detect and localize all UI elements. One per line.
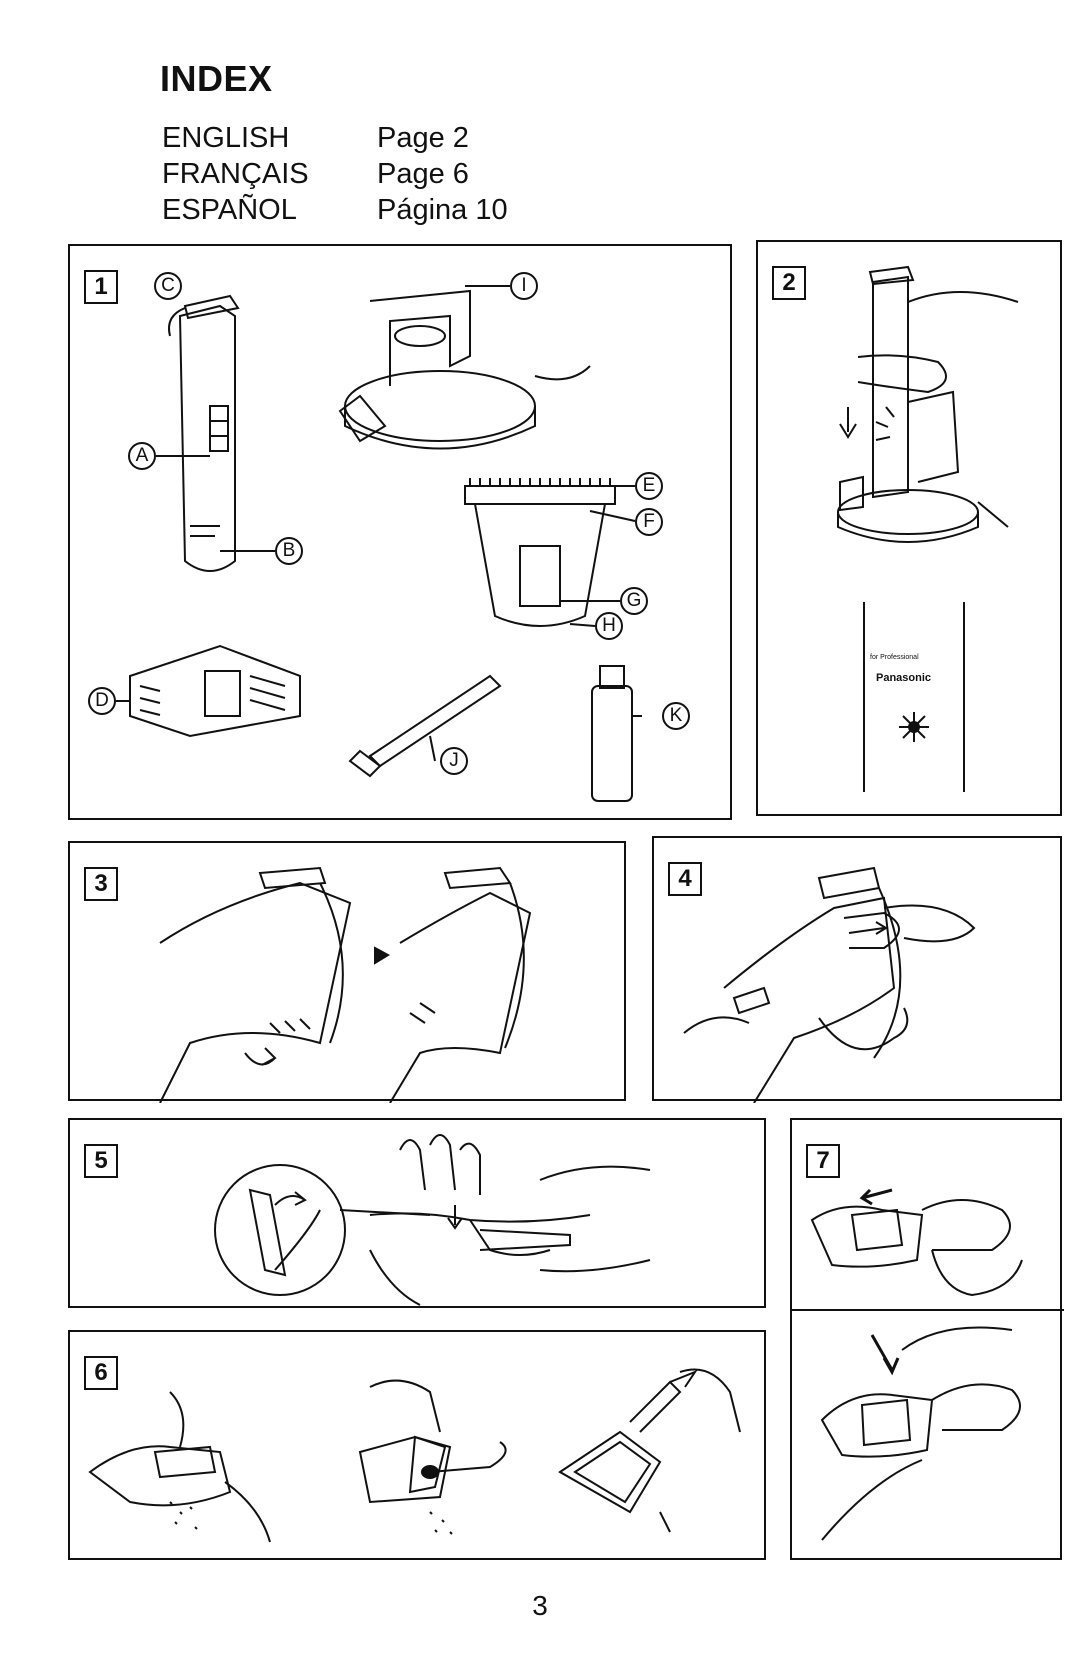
callout-i: I	[510, 272, 538, 300]
figure-panel-4: 4	[652, 836, 1062, 1101]
parts-illustration	[70, 246, 734, 822]
brand-logo: Panasonic	[876, 672, 932, 684]
index-row-espanol: ESPAÑOL Página 10	[162, 192, 508, 228]
comb-adjust-illustration	[654, 838, 1064, 1103]
index-row-english: ENGLISH Page 2	[162, 120, 508, 156]
figure-panel-7: 7	[790, 1118, 1062, 1560]
panel-number: 7	[806, 1144, 840, 1178]
figure-panel-3: 3	[68, 841, 626, 1101]
blade-attach-illustration	[792, 1120, 1064, 1562]
index-language: ENGLISH	[162, 122, 290, 154]
callout-b: B	[275, 537, 303, 565]
index-language: FRANÇAIS	[162, 158, 309, 190]
panel-number: 3	[84, 867, 118, 901]
callout-g: G	[620, 587, 648, 615]
panel-number: 1	[84, 270, 118, 304]
panel-number: 5	[84, 1144, 118, 1178]
panel-number: 2	[772, 266, 806, 300]
panel-number: 4	[668, 862, 702, 896]
panel-number: 6	[84, 1356, 118, 1390]
index-page: Página 10	[377, 194, 508, 226]
index-language: ESPAÑOL	[162, 194, 297, 226]
page-title: INDEX	[160, 58, 273, 99]
callout-f: F	[635, 508, 663, 536]
figure-panel-5: 5	[68, 1118, 766, 1308]
cleaning-illustration	[70, 1332, 768, 1562]
callout-k: K	[662, 702, 690, 730]
callout-c: C	[154, 272, 182, 300]
index-row-francais: FRANÇAIS Page 6	[162, 156, 508, 192]
callout-d: D	[88, 687, 116, 715]
figure-panel-1: 1 C I A E F B G H D K J	[68, 244, 732, 820]
index-page: Page 2	[377, 122, 469, 154]
comb-attach-illustration	[70, 843, 628, 1103]
callout-e: E	[635, 472, 663, 500]
callout-j: J	[440, 747, 468, 775]
charging-illustration	[758, 242, 1064, 818]
figure-panel-6: 6	[68, 1330, 766, 1560]
language-index: ENGLISH Page 2 FRANÇAIS Page 6 ESPAÑOL P…	[162, 120, 508, 228]
callout-h: H	[595, 612, 623, 640]
brand-tagline: for Professional	[870, 654, 919, 661]
figure-panel-2: 2 for Professional Panasonic	[756, 240, 1062, 816]
blade-removal-illustration	[70, 1120, 768, 1310]
index-page: Page 6	[377, 158, 469, 190]
page-number: 3	[532, 1590, 548, 1621]
callout-a: A	[128, 442, 156, 470]
